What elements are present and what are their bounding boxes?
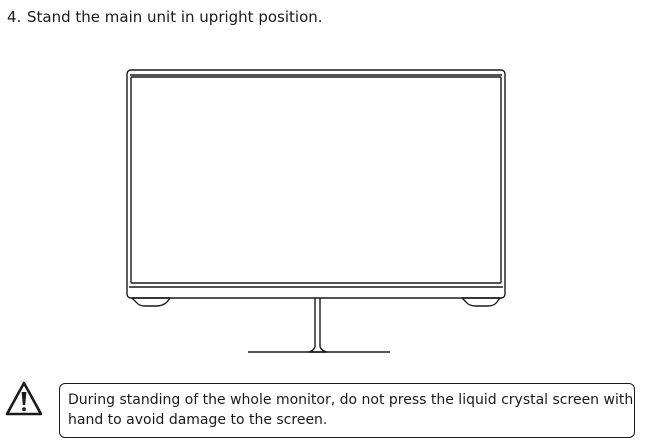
warning-text-line-2: hand to avoid damage to the screen. [68,412,328,428]
monitor-stand-joint [308,346,328,353]
warning-message-box: During standing of the whole monitor, do… [59,383,635,438]
step-text: Stand the main unit in upright position. [27,8,323,26]
monitor-screen [130,76,502,284]
step-number: 4. [7,8,22,26]
warning-triangle-icon [5,381,43,416]
monitor-left-foot [131,297,171,307]
warning-text-line-1: During standing of the whole monitor, do… [68,392,634,408]
monitor-bezel [126,69,506,299]
step-heading: 4. Stand the main unit in upright positio… [7,7,323,27]
monitor-right-foot [461,297,501,307]
